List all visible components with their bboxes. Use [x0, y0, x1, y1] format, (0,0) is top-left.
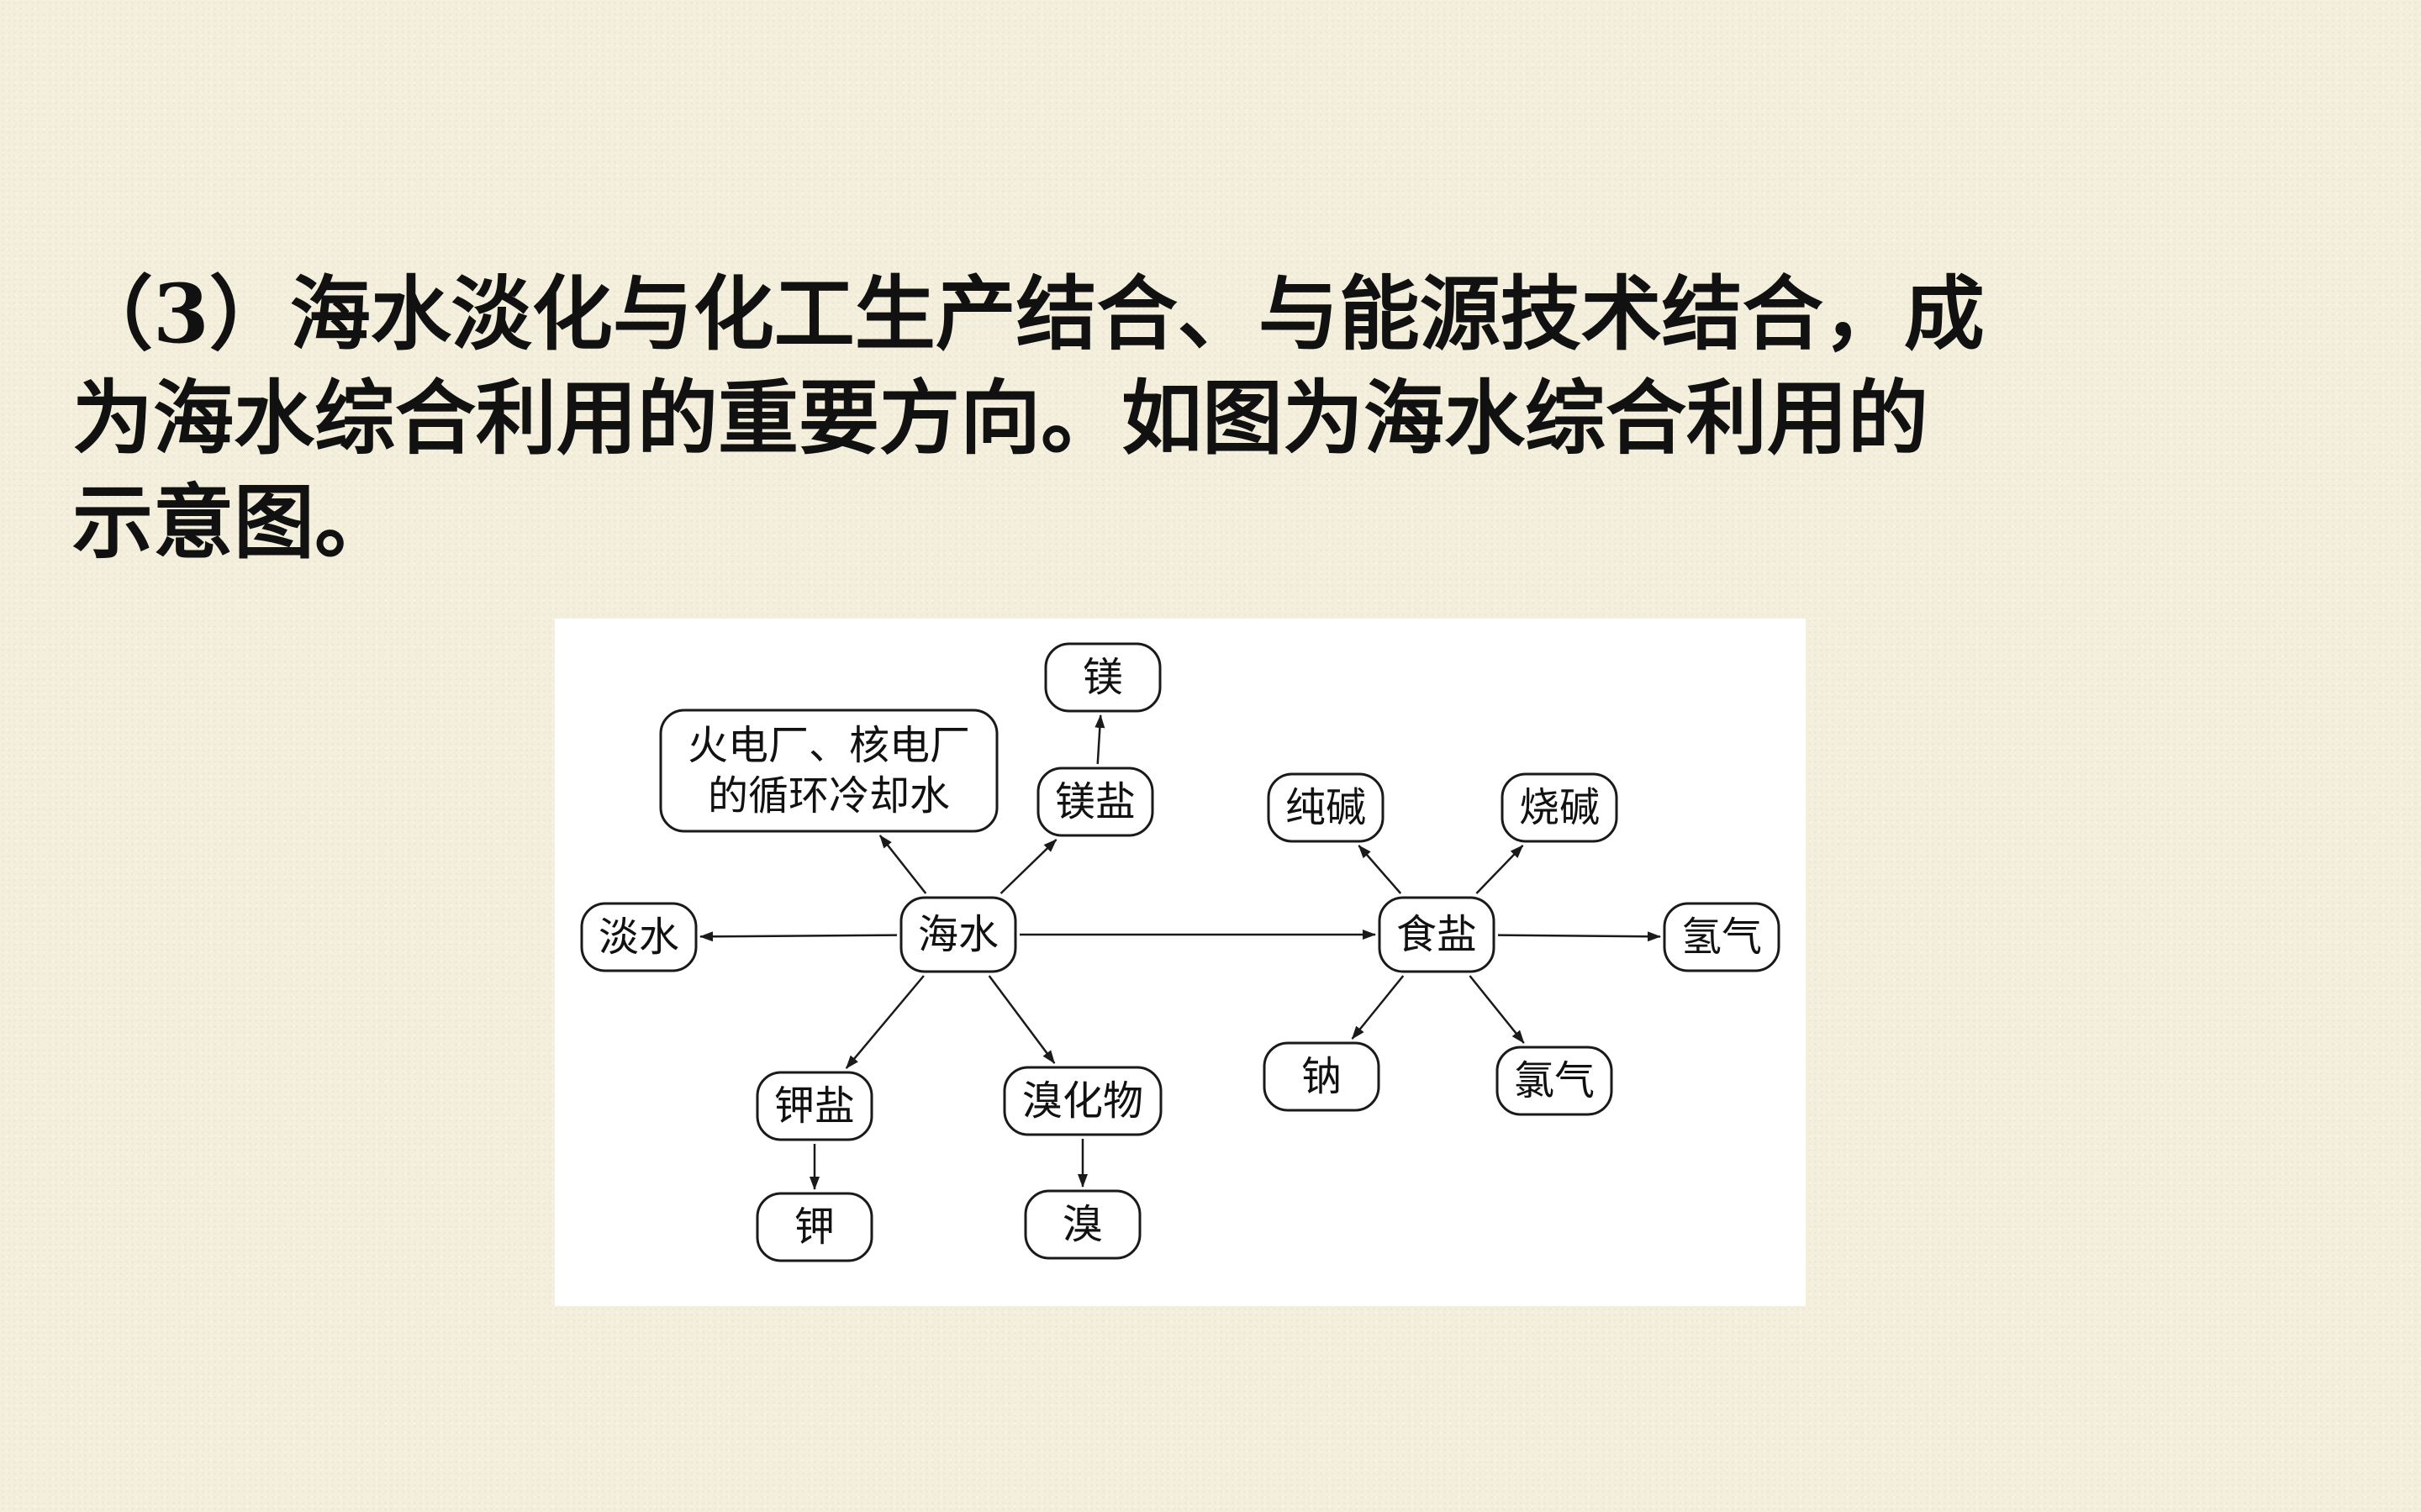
node-label: 氯气: [1514, 1057, 1595, 1104]
node-magnesium: 镁: [1044, 642, 1162, 713]
node-label: 镁: [1083, 654, 1123, 701]
node-magnesium-salt: 镁盐: [1036, 767, 1154, 837]
arrow-salt-to-caustic_soda: [1475, 845, 1524, 894]
node-potassium-salt: 钾盐: [756, 1071, 873, 1141]
node-label: 纯碱: [1285, 784, 1366, 831]
node-label: 火电厂、核电厂: [688, 722, 970, 769]
node-box: [756, 1071, 873, 1141]
node-label: 海水: [918, 911, 999, 958]
node-layer: 海水淡水火电厂、核电厂的循环冷却水镁盐镁钾盐钾溴化物溴食盐纯碱烧碱氢气钠氯气: [580, 642, 1780, 1262]
arrow-seawater-to-potassium_salt: [845, 975, 925, 1069]
node-label: 氢气: [1681, 914, 1762, 961]
node-box: [1036, 767, 1154, 837]
node-label: 烧碱: [1519, 784, 1600, 831]
node-box: [1378, 896, 1495, 973]
node-label: 食盐: [1396, 911, 1477, 958]
edge-layer: [699, 714, 1661, 1190]
node-box: [1263, 1041, 1380, 1112]
node-hydrogen: 氢气: [1663, 902, 1780, 972]
node-label: 的循环冷却水: [708, 772, 950, 819]
paragraph-line-3: 示意图。: [72, 475, 395, 570]
seawater-utilization-diagram: 海水淡水火电厂、核电厂的循环冷却水镁盐镁钾盐钾溴化物溴食盐纯碱烧碱氢气钠氯气: [555, 619, 1806, 1306]
arrow-seawater-to-magnesium_salt: [1000, 839, 1058, 894]
node-soda-ash: 纯碱: [1267, 772, 1385, 843]
node-label: 镁盐: [1055, 778, 1136, 825]
paragraph-line-1: （3）海水淡化与化工生产结合、与能源技术结合，成: [72, 266, 1985, 361]
node-box: [1501, 772, 1618, 843]
node-box: [1044, 642, 1162, 713]
node-box: [899, 896, 1017, 973]
node-box: [1663, 902, 1780, 972]
arrow-salt-to-soda_ash: [1358, 845, 1402, 894]
node-bromine: 溴: [1024, 1189, 1142, 1260]
arrow-seawater-to-cooling_water: [878, 835, 927, 894]
node-box: [1267, 772, 1385, 843]
node-box: [756, 1192, 873, 1262]
node-salt: 食盐: [1378, 896, 1495, 973]
node-potassium: 钾: [756, 1192, 873, 1262]
arrow-salt-to-hydrogen: [1497, 931, 1661, 942]
node-label: 钾盐: [774, 1083, 855, 1130]
node-label: 钠: [1301, 1053, 1342, 1100]
node-label: 溴化物: [1022, 1077, 1143, 1125]
arrow-salt-to-sodium: [1351, 975, 1405, 1040]
node-box: [659, 709, 999, 833]
node-sodium: 钠: [1263, 1041, 1380, 1112]
node-box: [580, 902, 698, 972]
paragraph-line-2: 为海水综合利用的重要方向。如图为海水综合利用的: [72, 371, 1928, 466]
node-box: [1003, 1066, 1163, 1136]
node-box: [1024, 1189, 1142, 1260]
node-label: 溴: [1063, 1201, 1103, 1248]
diagram-canvas: 海水淡水火电厂、核电厂的循环冷却水镁盐镁钾盐钾溴化物溴食盐纯碱烧碱氢气钠氯气: [580, 642, 1780, 1262]
arrow-seawater-to-fresh_water: [699, 931, 898, 942]
arrow-salt-to-chlorine: [1469, 975, 1525, 1044]
arrow-seawater-to-bromide: [988, 975, 1056, 1064]
node-seawater: 海水: [899, 896, 1017, 973]
node-label: 淡水: [599, 914, 679, 961]
node-chlorine: 氯气: [1495, 1046, 1613, 1116]
node-bromide: 溴化物: [1003, 1066, 1163, 1136]
intro-paragraph: （3）海水淡化与化工生产结合、与能源技术结合，成 为海水综合利用的重要方向。如图…: [72, 262, 2308, 575]
node-label: 钾: [794, 1204, 835, 1251]
node-caustic-soda: 烧碱: [1501, 772, 1618, 843]
node-box: [1495, 1046, 1613, 1116]
node-fresh-water: 淡水: [580, 902, 698, 972]
arrow-magnesium_salt-to-magnesium: [1094, 714, 1105, 765]
